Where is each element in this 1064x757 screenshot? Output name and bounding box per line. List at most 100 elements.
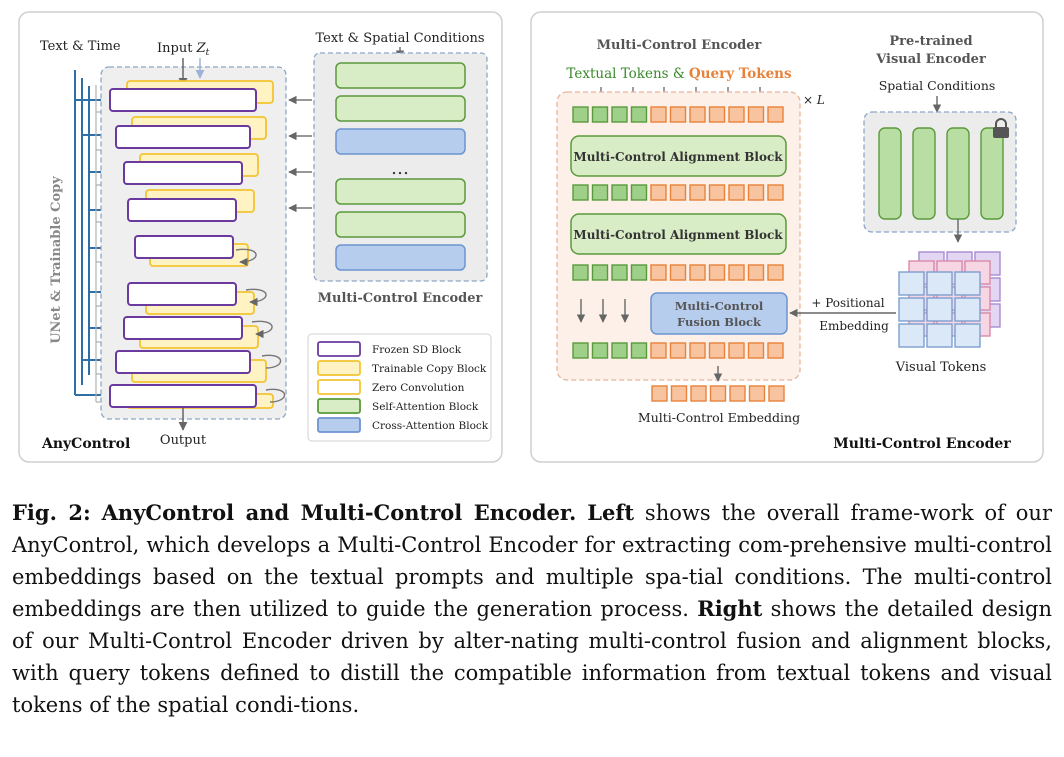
query-token: [728, 264, 745, 281]
self-attention-block: [335, 62, 466, 89]
query-token: [650, 106, 667, 123]
embedding-token: [748, 385, 766, 402]
query-token: [669, 184, 687, 201]
query-token: [767, 106, 784, 123]
query-token: [708, 342, 726, 359]
visual-tokens-label: Visual Tokens: [895, 360, 987, 375]
figure-caption: Fig. 2: AnyControl and Multi-Control Enc…: [12, 497, 1052, 721]
visual-token: [926, 271, 953, 296]
text-time-label: Text & Time: [40, 39, 121, 54]
query-token: [669, 106, 687, 123]
svg-text:Cross-Attention Block: Cross-Attention Block: [372, 420, 489, 432]
fusion-block-label-1: Multi-Control: [675, 299, 764, 313]
textual-token: [591, 184, 609, 201]
query-token: [689, 184, 706, 201]
query-token: [767, 342, 784, 359]
caption-fig-label: Fig. 2:: [12, 500, 91, 525]
query-token: [669, 342, 687, 359]
cross-attention-block: [335, 128, 466, 155]
query-token: [747, 106, 765, 123]
visual-token: [898, 297, 925, 322]
alignment-block-1-label: Multi-Control Alignment Block: [573, 150, 783, 164]
textual-token: [591, 264, 609, 281]
textual-token: [630, 342, 648, 359]
textual-token: [591, 342, 609, 359]
textual-token: [611, 184, 628, 201]
svg-text:Zero Convolution: Zero Convolution: [372, 382, 465, 394]
query-token: [650, 264, 667, 281]
query-token: [728, 106, 745, 123]
query-token: [708, 264, 726, 281]
embedding-token: [768, 385, 785, 402]
right-panel-title: Multi-Control Encoder: [833, 436, 1011, 452]
block-row-2: [115, 116, 267, 149]
textual-token: [572, 184, 589, 201]
visual-token: [898, 271, 925, 296]
positional-label-1: + Positional: [811, 296, 884, 310]
block-row-1: [109, 80, 274, 112]
textual-token: [630, 264, 648, 281]
embedding-token: [670, 385, 688, 402]
embedding-token: [709, 385, 727, 402]
query-token: [689, 264, 706, 281]
block-row-8: [115, 350, 267, 383]
self-attention-block: [335, 178, 466, 205]
pretrained-label-2: Visual Encoder: [875, 52, 986, 67]
self-attention-block: [335, 95, 466, 122]
textual-token: [630, 106, 648, 123]
visual-tokens: [898, 251, 1001, 348]
visual-token: [926, 323, 953, 348]
conditions-label: Text & Spatial Conditions: [315, 31, 484, 46]
visual-encoder-columns: [878, 127, 1004, 220]
textual-token: [611, 264, 628, 281]
encoder-label: Multi-Control Encoder: [318, 291, 483, 306]
fusion-block-label-2: Fusion Block: [677, 315, 762, 329]
caption-right-word: Right: [697, 596, 763, 621]
query-token: [728, 342, 745, 359]
textual-token: [611, 342, 628, 359]
caption-text-2: shows the detailed design of our Multi-C…: [12, 597, 1052, 717]
encoder-to-unet-arrows: [288, 95, 312, 213]
query-token: [708, 106, 726, 123]
query-token: [689, 106, 706, 123]
caption-text-1: shows the overall frame-work of our AnyC…: [12, 501, 1052, 621]
visual-token: [954, 297, 981, 322]
query-token: [650, 184, 667, 201]
cross-attention-block: [335, 244, 466, 271]
legend-item-frozen: Frozen SD Block: [317, 341, 462, 357]
visual-token: [954, 271, 981, 296]
caption-left-word: Left: [587, 500, 635, 525]
block-row-3: [123, 153, 259, 185]
svg-text:Frozen SD Block: Frozen SD Block: [372, 344, 462, 356]
embedding-token: [690, 385, 707, 402]
embedding-token: [651, 385, 668, 402]
alignment-block-2-label: Multi-Control Alignment Block: [573, 228, 783, 242]
embedding-token: [729, 385, 746, 402]
block-row-7: [123, 316, 259, 349]
encoder-blocks: [335, 62, 466, 271]
input-label: Input Zt: [157, 41, 210, 58]
tokens-label: Textual Tokens &Query Tokens: [566, 66, 792, 82]
legend-item-zero-conv: Zero Convolution: [317, 379, 465, 395]
query-token: [669, 264, 687, 281]
spatial-conditions-label: Spatial Conditions: [879, 78, 996, 93]
positional-label-2: Embedding: [819, 319, 889, 333]
fusion-block: [650, 292, 788, 335]
textual-token: [611, 106, 628, 123]
alignment-block-2: [570, 213, 787, 255]
query-token: [767, 264, 784, 281]
legend-item-cross-attention: Cross-Attention Block: [317, 417, 489, 433]
textual-token: [572, 342, 589, 359]
caption-title: AnyControl and Multi-Control Encoder.: [101, 500, 577, 525]
svg-text:Self-Attention Block: Self-Attention Block: [372, 401, 479, 413]
visual-token: [926, 297, 953, 322]
encoder-header: Multi-Control Encoder: [597, 38, 762, 53]
textual-token: [630, 184, 648, 201]
block-row-6: [127, 282, 255, 315]
visual-token: [898, 323, 925, 348]
textual-token: [572, 106, 589, 123]
figure: Text & Time Input Zt UNet & Trainable Co…: [18, 11, 1044, 463]
textual-token: [572, 264, 589, 281]
block-row-4: [127, 189, 255, 222]
query-token: [708, 184, 726, 201]
